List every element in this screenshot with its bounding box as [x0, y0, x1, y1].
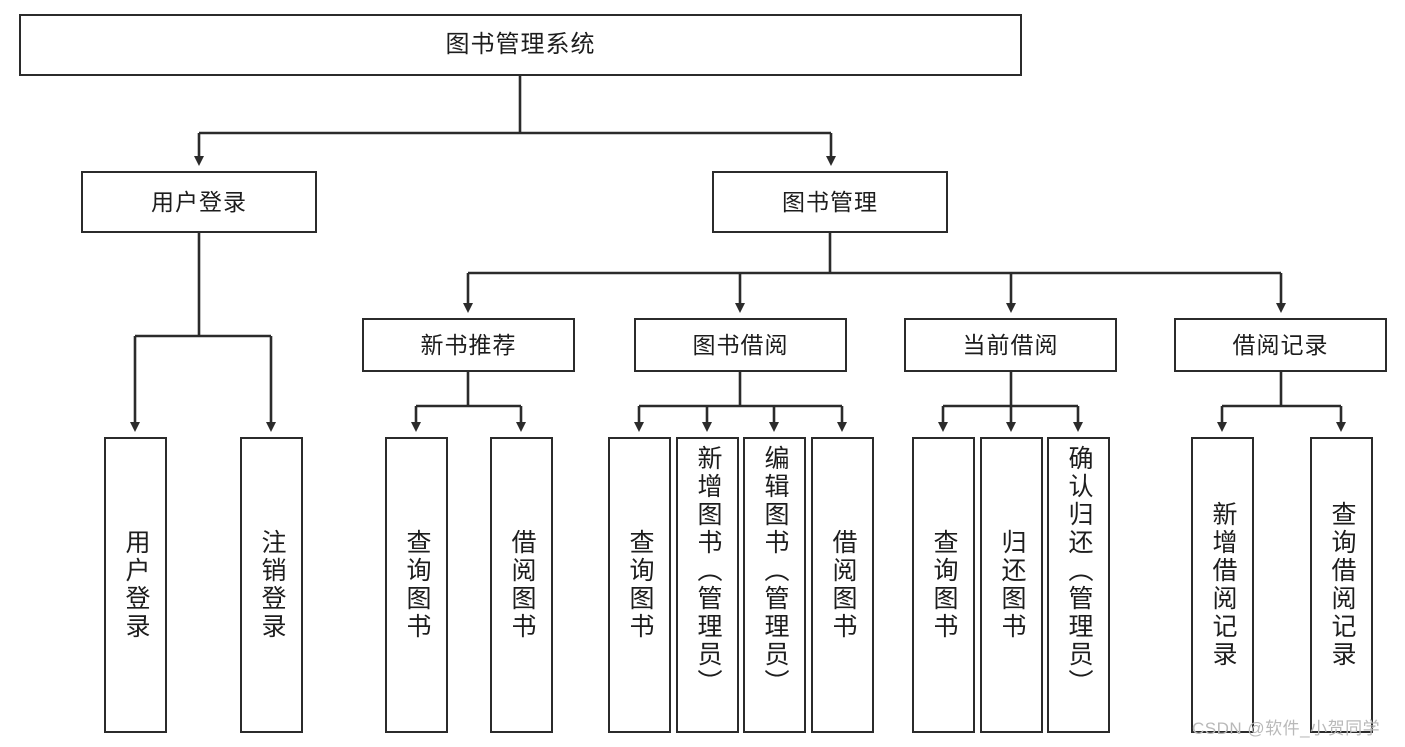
node-label: 借阅图书 — [829, 529, 857, 641]
node-label: 查询图书 — [626, 529, 654, 641]
leaf-query-book-recommend[interactable]: 查询图书 — [385, 437, 448, 733]
node-root-book-management-system[interactable]: 图书管理系统 — [19, 14, 1022, 76]
node-label: 查询图书 — [403, 529, 431, 641]
node-label: 图书管理系统 — [445, 31, 596, 59]
node-label: 确认归还（管理员） — [1065, 445, 1093, 697]
leaf-confirm-return-admin[interactable]: 确认归还（管理员） — [1047, 437, 1110, 733]
node-label: 新增借阅记录 — [1209, 501, 1237, 669]
node-user-login[interactable]: 用户登录 — [81, 171, 317, 233]
leaf-add-book-admin[interactable]: 新增图书（管理员） — [676, 437, 739, 733]
node-label: 用户登录 — [151, 188, 247, 215]
leaf-add-borrow-record[interactable]: 新增借阅记录 — [1191, 437, 1254, 733]
node-label: 查询借阅记录 — [1328, 501, 1356, 669]
leaf-user-login[interactable]: 用户登录 — [104, 437, 167, 733]
leaf-edit-book-admin[interactable]: 编辑图书（管理员） — [743, 437, 806, 733]
node-label: 查询图书 — [930, 529, 958, 641]
node-label: 图书管理 — [782, 188, 878, 215]
node-label: 注销登录 — [258, 529, 286, 641]
node-label: 新书推荐 — [420, 331, 517, 358]
node-label: 借阅记录 — [1232, 331, 1329, 358]
node-label: 归还图书 — [998, 529, 1026, 641]
csdn-watermark: CSDN @软件_小贺同学 — [1192, 719, 1381, 738]
leaf-return-book[interactable]: 归还图书 — [980, 437, 1043, 733]
node-current-borrow[interactable]: 当前借阅 — [904, 318, 1117, 372]
node-label: 当前借阅 — [962, 331, 1059, 358]
leaf-borrow-book-recommend[interactable]: 借阅图书 — [490, 437, 553, 733]
node-label: 新增图书（管理员） — [694, 445, 722, 697]
node-label: 用户登录 — [122, 529, 150, 641]
leaf-query-book-current[interactable]: 查询图书 — [912, 437, 975, 733]
node-borrow-record[interactable]: 借阅记录 — [1174, 318, 1387, 372]
leaf-borrow-book[interactable]: 借阅图书 — [811, 437, 874, 733]
node-new-book-recommend[interactable]: 新书推荐 — [362, 318, 575, 372]
node-label: 借阅图书 — [508, 529, 536, 641]
node-book-borrow[interactable]: 图书借阅 — [634, 318, 847, 372]
leaf-query-borrow-record[interactable]: 查询借阅记录 — [1310, 437, 1373, 733]
node-book-management[interactable]: 图书管理 — [712, 171, 948, 233]
node-label: 编辑图书（管理员） — [761, 445, 789, 697]
leaf-query-book-borrow[interactable]: 查询图书 — [608, 437, 671, 733]
leaf-logout[interactable]: 注销登录 — [240, 437, 303, 733]
node-label: 图书借阅 — [692, 331, 789, 358]
